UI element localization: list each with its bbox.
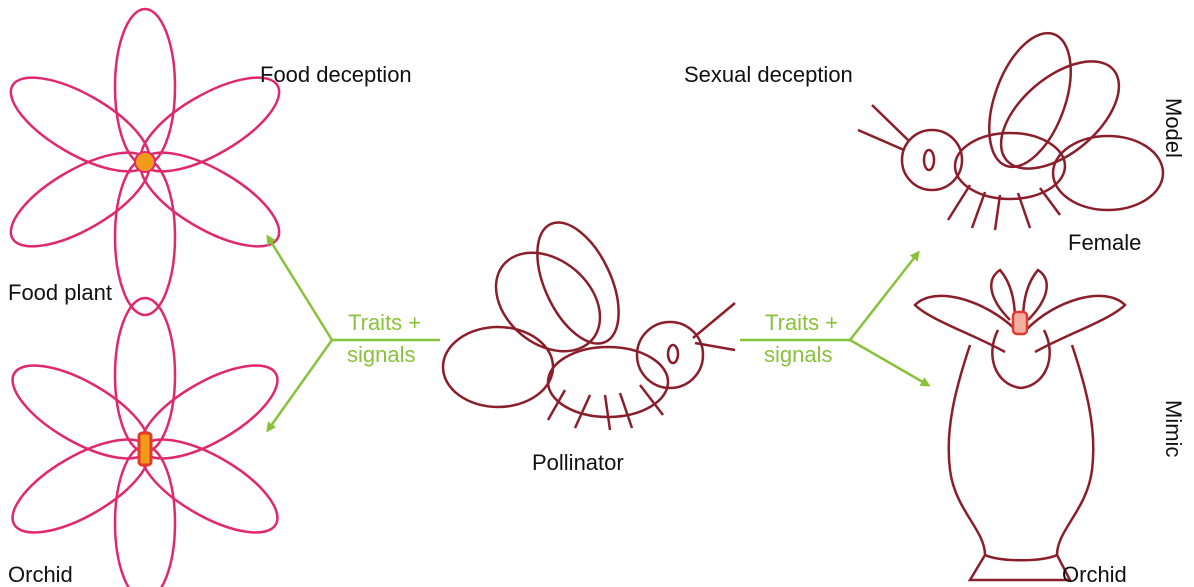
orchid-right-label: Orchid [1062,562,1127,587]
orchid-left-flower-icon [0,298,291,587]
arrow-to-orchid-right [850,340,928,385]
arrow-to-food-plant [268,237,332,340]
orchid-left-center [139,433,151,465]
food-plant-flower-icon [0,9,293,315]
traits-right-line1: Traits + [765,310,838,335]
food-plant-center [135,152,155,172]
sexual-deception-label: Sexual deception [684,62,853,87]
traits-left-line2: signals [347,342,415,367]
pollinator-label: Pollinator [532,450,624,475]
orchid-right-flower-icon [915,270,1125,580]
pollinator-fly-icon [443,210,735,430]
female-label: Female [1068,230,1141,255]
orchid-left-label: Orchid [8,562,73,587]
arrow-to-female [850,253,918,340]
model-label: Model [1161,98,1186,158]
food-plant-label: Food plant [8,280,112,305]
mimic-label: Mimic [1161,400,1186,457]
female-fly-icon [858,22,1163,230]
traits-right-line2: signals [764,342,832,367]
traits-left-line1: Traits + [348,310,421,335]
food-deception-label: Food deception [260,62,412,87]
